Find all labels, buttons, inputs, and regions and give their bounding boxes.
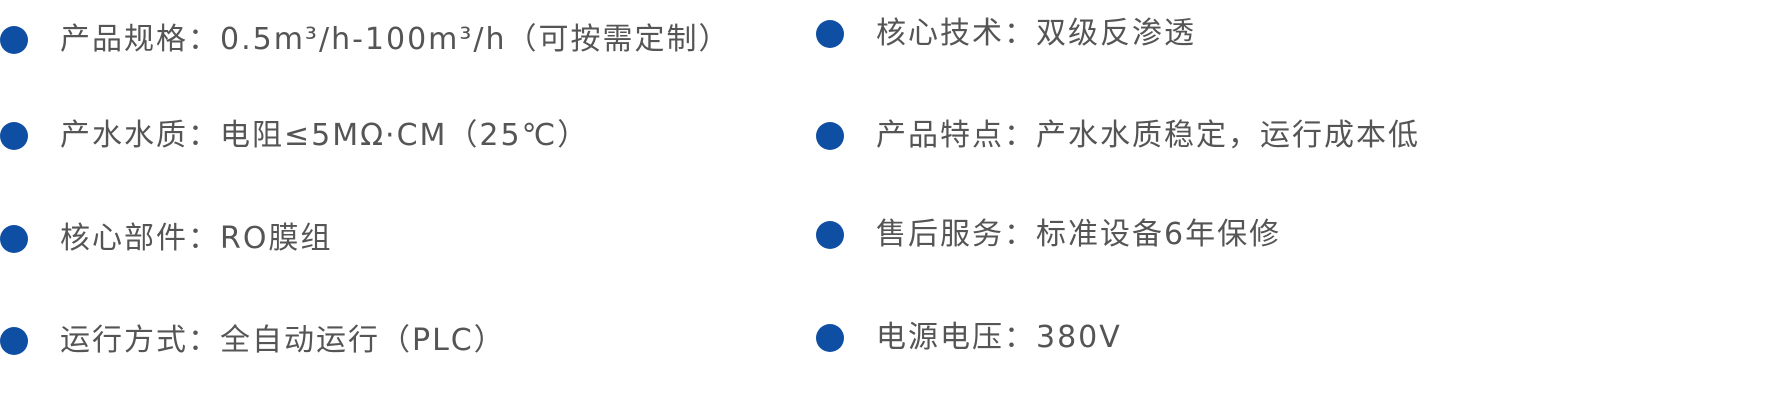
spec-text: 电源电压：380V: [876, 320, 1122, 355]
bullet-dot-icon: [816, 20, 844, 48]
spec-text: 产水水质：电阻≤5MΩ·CM（25℃）: [60, 118, 590, 153]
spec-text: 售后服务：标准设备6年保修: [876, 217, 1282, 252]
spec-text: 产品特点：产水水质稳定，运行成本低: [876, 118, 1420, 153]
spec-text: 核心部件：RO膜组: [60, 221, 333, 256]
bullet-dot-icon: [816, 122, 844, 150]
spec-text: 核心技术：双级反渗透: [876, 16, 1196, 51]
bullet-dot-icon: [0, 26, 28, 54]
bullet-dot-icon: [816, 221, 844, 249]
spec-text: 运行方式：全自动运行（PLC）: [60, 323, 506, 358]
bullet-dot-icon: [0, 225, 28, 253]
bullet-dot-icon: [816, 324, 844, 352]
spec-text: 产品规格：0.5m³/h-100m³/h（可按需定制）: [60, 22, 731, 57]
bullet-dot-icon: [0, 327, 28, 355]
bullet-dot-icon: [0, 122, 28, 150]
